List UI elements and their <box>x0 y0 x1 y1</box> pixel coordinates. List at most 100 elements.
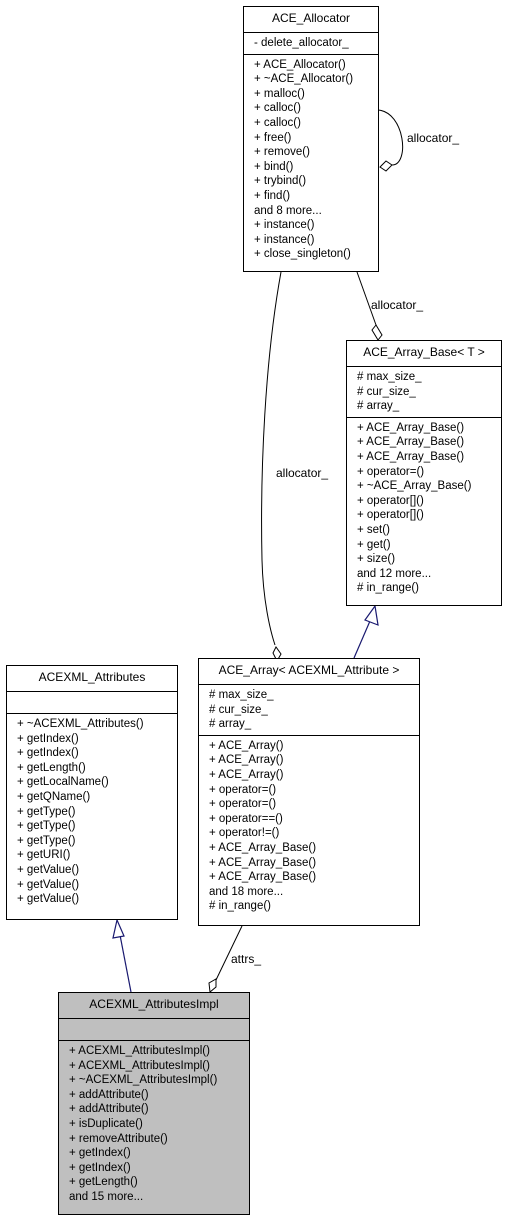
attribute-row: # max_size_ <box>209 689 274 701</box>
attribute-row: # max_size_ <box>357 371 422 383</box>
aggregation-diamond-array-base <box>371 324 383 341</box>
method-row: + getLength() <box>69 1176 138 1189</box>
inheritance-arrow-array <box>364 604 379 626</box>
method-row-more: and 8 more... <box>254 204 322 217</box>
method-row: + removeAttribute() <box>69 1132 168 1145</box>
method-row: + ACE_Array_Base() <box>209 871 317 884</box>
method-row: + ACE_Array_Base() <box>357 436 465 449</box>
edge-array-attrs-impl <box>215 925 243 981</box>
attribute-row: # cur_size_ <box>357 385 416 398</box>
method-row: + ACE_Array_Base() <box>209 856 317 869</box>
edge-label-attrs: attrs_ <box>231 952 262 966</box>
method-row: + getQName() <box>17 790 91 803</box>
class-ace-array-methods: + ACE_Array() + ACE_Array() + ACE_Array(… <box>199 736 419 917</box>
class-ace-array-base-methods: + ACE_Array_Base() + ACE_Array_Base() + … <box>347 418 501 599</box>
class-acexml-attributes-title: ACEXML_Attributes <box>7 666 177 692</box>
method-row-more: and 18 more... <box>209 885 284 898</box>
aggregation-diamond-impl <box>208 978 217 993</box>
method-row: + calloc() <box>254 102 301 115</box>
class-acexml-attributes[interactable]: ACEXML_Attributes + ~ACEXML_Attributes()… <box>6 665 178 920</box>
method-row: + operator[]() <box>357 509 424 522</box>
method-row: + getLocalName() <box>17 776 109 789</box>
method-row-more: and 15 more... <box>69 1190 144 1203</box>
method-row: + instance() <box>254 233 315 246</box>
method-row: + remove() <box>254 146 310 159</box>
method-row: + ~ACEXML_Attributes() <box>17 718 144 730</box>
method-row: + getType() <box>17 820 76 833</box>
class-ace-array-base-title: ACE_Array_Base< T > <box>347 341 501 367</box>
method-row: + bind() <box>254 160 294 173</box>
method-row: + ACEXML_AttributesImpl() <box>69 1059 210 1072</box>
method-row: + getURI() <box>17 849 71 862</box>
class-acexml-attributesimpl-methods: + ACEXML_AttributesImpl() + ACEXML_Attri… <box>59 1041 249 1208</box>
method-row: + calloc() <box>254 116 301 129</box>
edge-allocator-array-base <box>356 271 377 326</box>
method-row: + getLength() <box>17 761 86 774</box>
method-row: + getType() <box>17 834 76 847</box>
class-ace-allocator-attributes: - delete_allocator_ <box>244 33 378 55</box>
method-row: + ACE_Array_Base() <box>357 421 465 434</box>
class-ace-array-base-attributes: # max_size_ # cur_size_ # array_ <box>347 367 501 418</box>
class-ace-array-title: ACE_Array< ACEXML_Attribute > <box>199 659 419 685</box>
class-ace-allocator-methods: + ACE_Allocator() + ~ACE_Allocator() + m… <box>244 55 378 265</box>
edge-impl-inherits-attributes <box>119 934 132 993</box>
method-row: # in_range() <box>357 582 420 595</box>
method-row: + ACE_Array_Base() <box>357 450 465 463</box>
method-row: + getValue() <box>17 878 80 891</box>
method-row: + operator=() <box>357 465 425 478</box>
method-row: + operator==() <box>209 812 283 825</box>
method-row: + operator=() <box>209 798 277 811</box>
method-row: + operator=() <box>209 783 277 796</box>
class-ace-allocator[interactable]: ACE_Allocator - delete_allocator_ + ACE_… <box>243 6 379 272</box>
method-row: + trybind() <box>254 175 307 188</box>
edge-label-self-allocator: allocator_ <box>407 131 460 145</box>
method-row: + close_singleton() <box>254 248 351 261</box>
method-row: + ~ACE_Array_Base() <box>357 480 472 493</box>
attribute-row: # cur_size_ <box>209 703 268 716</box>
class-ace-array-attributes: # max_size_ # cur_size_ # array_ <box>199 685 419 736</box>
method-row: + instance() <box>254 219 315 232</box>
method-row: + ACE_Array() <box>209 768 284 781</box>
method-row: + getValue() <box>17 893 80 906</box>
method-row: + find() <box>254 189 291 202</box>
method-row: + ACE_Array() <box>209 754 284 767</box>
method-row: + ~ACEXML_AttributesImpl() <box>69 1074 218 1087</box>
method-row: + addAttribute() <box>69 1088 149 1101</box>
method-row: + get() <box>357 538 391 551</box>
attribute-row: # array_ <box>357 400 400 413</box>
method-row: + operator[]() <box>357 494 424 507</box>
class-acexml-attributesimpl-attributes <box>59 1019 249 1041</box>
method-row: + ACE_Array() <box>209 739 284 752</box>
edge-allocator-self <box>377 109 404 166</box>
class-acexml-attributes-attributes <box>7 692 177 714</box>
class-acexml-attributesimpl[interactable]: ACEXML_AttributesImpl + ACEXML_Attribute… <box>58 992 250 1215</box>
method-row: + free() <box>254 131 292 144</box>
class-acexml-attributes-methods: + ~ACEXML_Attributes() + getIndex() + ge… <box>7 714 177 910</box>
method-row: + getIndex() <box>69 1161 131 1174</box>
class-acexml-attributesimpl-title: ACEXML_AttributesImpl <box>59 993 249 1019</box>
class-ace-array[interactable]: ACE_Array< ACEXML_Attribute > # max_size… <box>198 658 420 926</box>
method-row: + getIndex() <box>69 1147 131 1160</box>
method-row: + getType() <box>17 805 76 818</box>
method-row: + ACE_Array_Base() <box>209 841 317 854</box>
method-row: + isDuplicate() <box>69 1117 143 1130</box>
method-row: + ACEXML_AttributesImpl() <box>69 1045 210 1057</box>
method-row-more: and 12 more... <box>357 567 432 580</box>
edge-label-array-allocator: allocator_ <box>276 466 329 480</box>
edge-allocator-array <box>261 271 282 646</box>
method-row: + size() <box>357 553 396 566</box>
method-row: # in_range() <box>209 900 272 913</box>
method-row: + addAttribute() <box>69 1103 149 1116</box>
attribute-row: # array_ <box>209 718 252 731</box>
method-row: + operator!=() <box>209 827 280 840</box>
method-row: + set() <box>357 523 390 536</box>
class-ace-allocator-title: ACE_Allocator <box>244 7 378 33</box>
method-row: + ACE_Allocator() <box>254 58 346 71</box>
method-row: + getValue() <box>17 863 80 876</box>
attribute-row: - delete_allocator_ <box>254 37 349 49</box>
method-row: + ~ACE_Allocator() <box>254 73 354 86</box>
aggregation-diamond-self <box>379 160 393 172</box>
method-row: + malloc() <box>254 87 305 100</box>
class-ace-array-base[interactable]: ACE_Array_Base< T > # max_size_ # cur_si… <box>346 340 502 606</box>
